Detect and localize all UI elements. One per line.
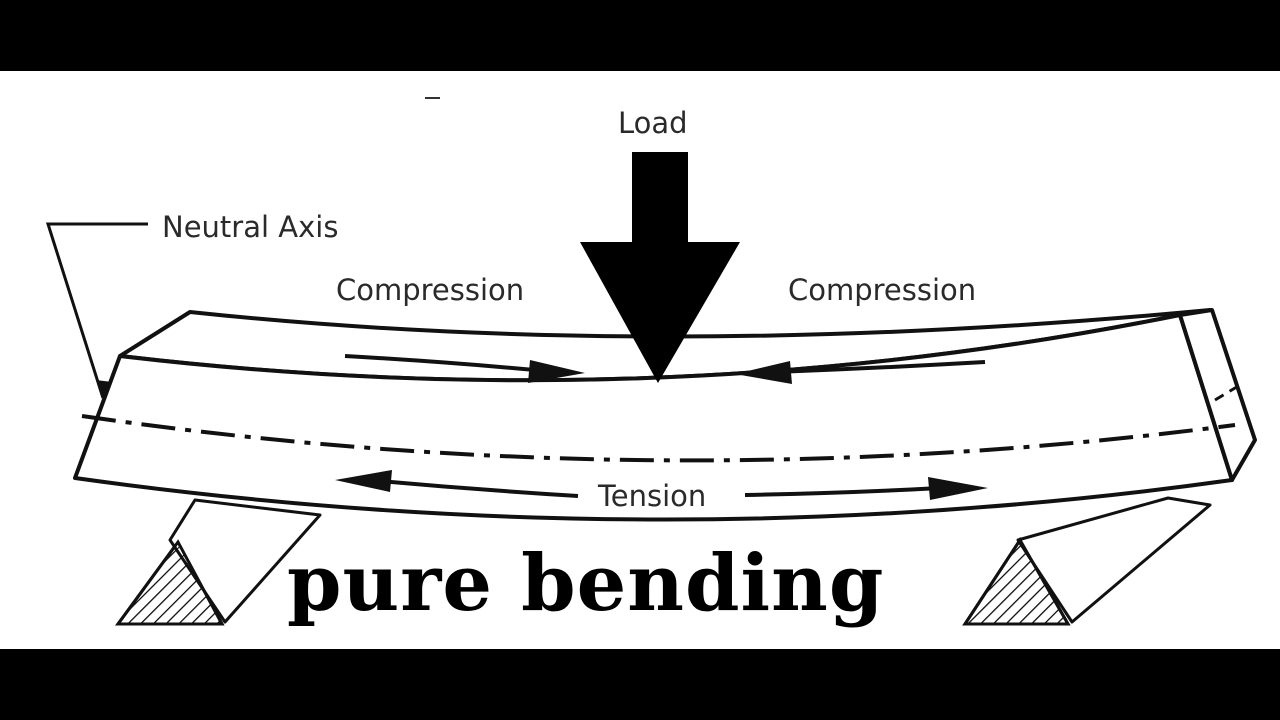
beam-hidden-edge: [1214, 383, 1241, 402]
neutral-axis-arrowhead: [96, 380, 112, 402]
beam-end-face: [1178, 308, 1257, 482]
compression-label-left: Compression: [336, 273, 524, 307]
load-arrow: [580, 152, 740, 383]
neutral-axis-line: [81, 414, 1236, 463]
top-letterbox-bar: [0, 0, 1280, 71]
neutral-axis-leader: [45, 222, 148, 399]
right-support: [962, 496, 1212, 626]
caption-title: pure bending: [287, 538, 885, 629]
compression-arrow-right: [735, 360, 986, 384]
diagram-panel: Load Neutral Axis Compression Compressio…: [0, 71, 1280, 649]
tension-arrow-left: [335, 470, 579, 498]
bottom-letterbox-bar: [0, 649, 1280, 720]
neutral-axis-label: Neutral Axis: [162, 210, 338, 244]
load-label: Load: [618, 106, 688, 140]
compression-arrow-left: [344, 354, 585, 383]
left-support: [115, 498, 322, 626]
tension-arrow-right: [744, 477, 988, 500]
compression-label-right: Compression: [788, 273, 976, 307]
tension-label: Tension: [597, 479, 706, 513]
beam-diagram: Load Neutral Axis Compression Compressio…: [45, 97, 1257, 626]
